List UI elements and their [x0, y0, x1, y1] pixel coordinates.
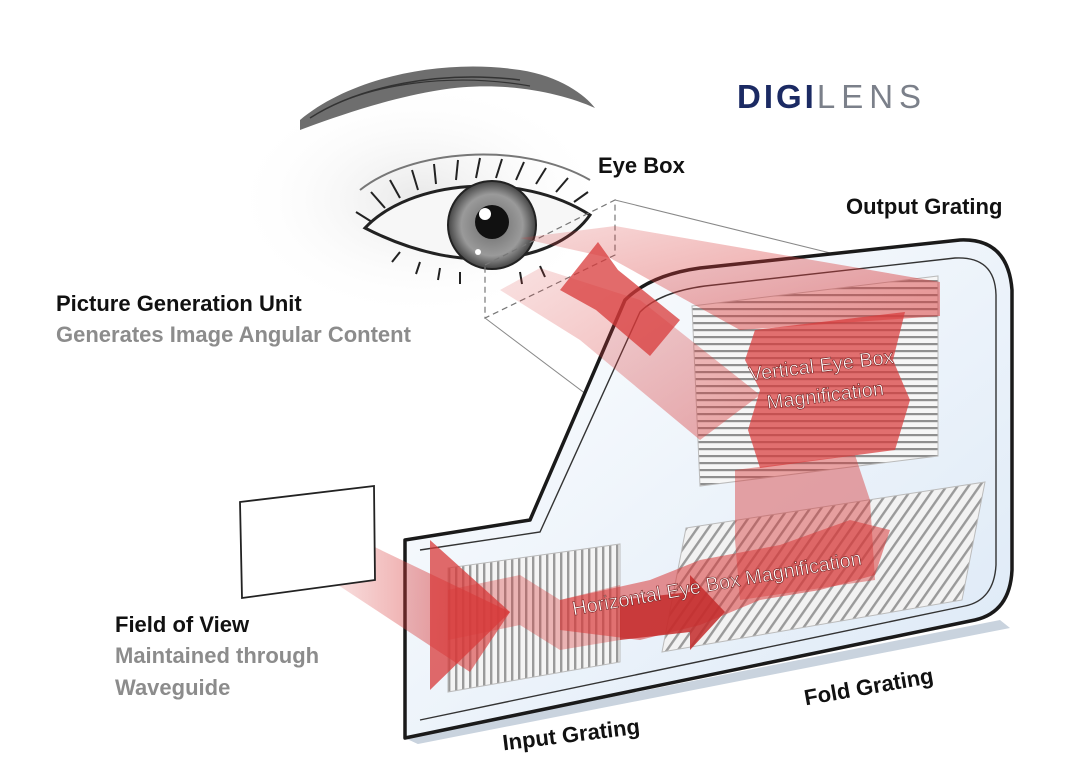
- pupil: [475, 205, 509, 239]
- logo-part-digi: DIGI: [737, 78, 817, 115]
- logo-part-lens: LENS: [816, 78, 928, 115]
- pgu-title: Picture Generation Unit: [56, 291, 302, 316]
- field-of-view-frame: [239, 484, 376, 600]
- fov-title: Field of View: [115, 612, 250, 637]
- output-grating-label: Output Grating: [846, 194, 1003, 219]
- eye-illustration: [230, 66, 610, 320]
- digilens-logo: DIGILENS: [737, 80, 927, 113]
- pgu-subtitle: Generates Image Angular Content: [56, 322, 411, 347]
- light-beams: [300, 226, 940, 690]
- fov-subtitle-1: Maintained through: [115, 643, 320, 668]
- fov-subtitle-2: Waveguide: [115, 675, 231, 700]
- fold-grating-label: Fold Grating: [802, 663, 935, 710]
- eyebrow: [300, 66, 595, 130]
- eye-box-label: Eye Box: [598, 153, 685, 178]
